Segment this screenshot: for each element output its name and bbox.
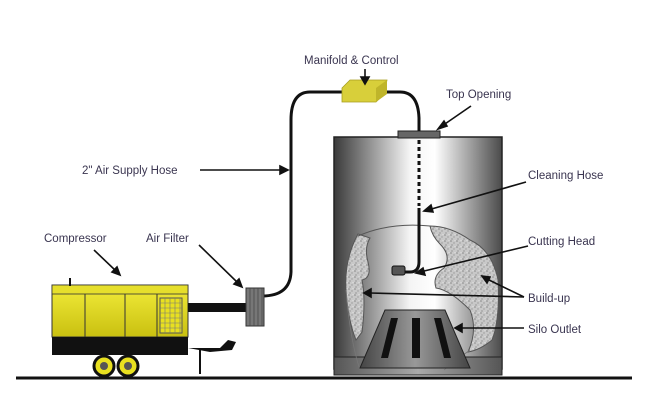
- cavity-outline: [357, 224, 431, 237]
- cutting-head: [391, 265, 406, 276]
- arrow-cleaning-hose: [427, 181, 527, 211]
- label-cutting-head: Cutting Head: [528, 236, 595, 248]
- label-manifold: Manifold & Control: [304, 55, 399, 67]
- build-up-left: [345, 233, 371, 342]
- label-top-opening: Top Opening: [446, 89, 511, 101]
- arrow-air-filter: [198, 244, 239, 284]
- label-silo-outlet: Silo Outlet: [528, 324, 582, 336]
- arrow-build-up-right: [486, 278, 525, 298]
- air-supply-hose: [261, 90, 421, 298]
- label-compressor: Compressor: [44, 233, 107, 245]
- arrow-top-opening: [441, 105, 472, 127]
- arrow-cutting-head: [419, 245, 529, 273]
- compressor-chassis: [52, 337, 188, 355]
- arrow-compressor: [93, 249, 117, 272]
- compressor: [51, 278, 236, 378]
- label-air-supply-hose: 2" Air Supply Hose: [82, 165, 178, 177]
- label-air-filter: Air Filter: [146, 233, 189, 245]
- compressor-pipe: [188, 303, 246, 312]
- cleaning-hose: [404, 208, 421, 274]
- label-build-up: Build-up: [528, 293, 570, 305]
- arrows: [93, 69, 529, 334]
- label-cleaning-hose: Cleaning Hose: [528, 170, 603, 182]
- compressor-grille: [159, 297, 183, 334]
- manifold: [341, 79, 388, 103]
- top-opening: [397, 130, 441, 139]
- silo-outlet: [359, 309, 471, 369]
- arrow-build-up-left: [369, 292, 525, 298]
- air-filter: [245, 287, 265, 327]
- trailer-hitch: [188, 340, 236, 352]
